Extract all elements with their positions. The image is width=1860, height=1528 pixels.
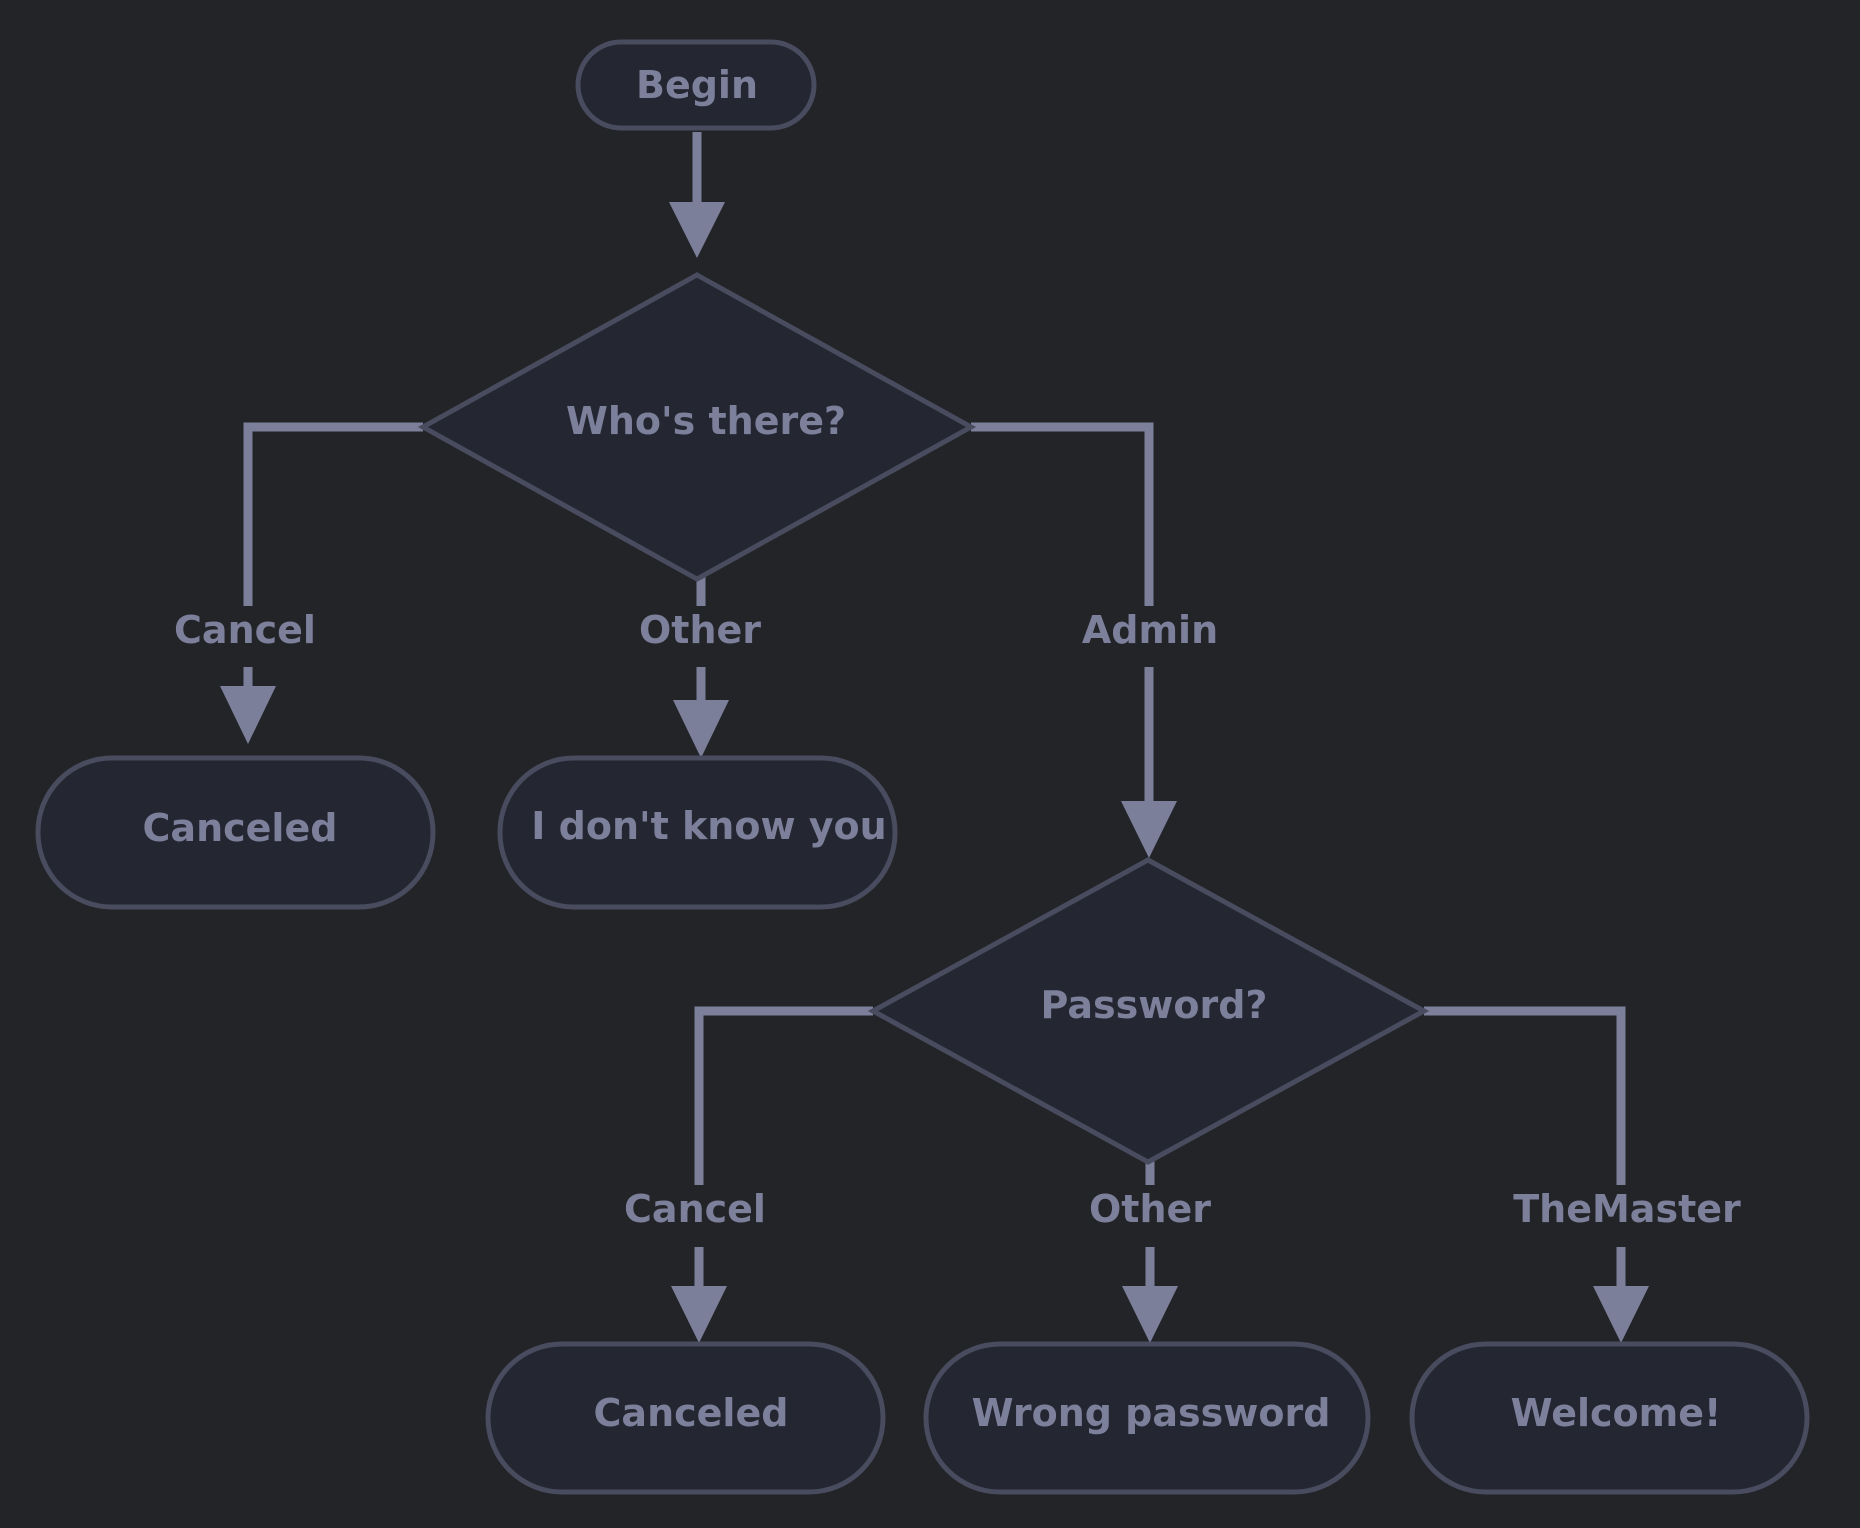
terminal-shape bbox=[485, 1341, 886, 1495]
terminal-shape bbox=[1409, 1341, 1810, 1495]
terminal-shape bbox=[497, 755, 898, 910]
edge-label-other: Other bbox=[1089, 1187, 1211, 1231]
arrow-head-icon bbox=[669, 202, 725, 258]
node-canceled-1[interactable]: Canceled bbox=[35, 755, 436, 910]
arrow-head-icon bbox=[220, 686, 276, 744]
edge-line bbox=[243, 422, 423, 607]
edge-line bbox=[971, 422, 1154, 607]
node-label: Canceled bbox=[594, 1391, 789, 1435]
decision-shape bbox=[417, 272, 977, 582]
edge-label-backdrop bbox=[1077, 606, 1223, 654]
edge-label-other: Other bbox=[639, 608, 761, 652]
node-label: Canceled bbox=[143, 806, 338, 850]
edge-label-backdrop bbox=[1509, 1185, 1746, 1233]
node-label: Welcome! bbox=[1511, 1391, 1722, 1435]
terminal-shape bbox=[923, 1341, 1371, 1495]
edge-label-admin: Admin bbox=[1082, 608, 1218, 652]
node-label: Wrong password bbox=[972, 1391, 1331, 1435]
edge-whos-cancel: Cancel bbox=[170, 422, 423, 744]
node-label: Password? bbox=[1041, 983, 1268, 1027]
edge-whos-other: Other bbox=[634, 574, 766, 758]
edge-label-cancel: Cancel bbox=[624, 1187, 766, 1231]
decision-shape bbox=[867, 857, 1430, 1165]
edge-label-themaster: TheMaster bbox=[1513, 1187, 1741, 1231]
arrow-head-icon bbox=[673, 700, 729, 758]
edge-pw-other: Other bbox=[1084, 1160, 1216, 1343]
arrow-head-icon bbox=[1121, 801, 1177, 858]
node-label: I don't know you bbox=[531, 804, 886, 848]
node-dont-know[interactable]: I don't know you bbox=[497, 755, 898, 910]
edge-begin-to-whos bbox=[669, 132, 725, 258]
node-whos-there[interactable]: Who's there? bbox=[417, 272, 977, 582]
edge-label-backdrop bbox=[1084, 1185, 1216, 1233]
node-wrong-password[interactable]: Wrong password bbox=[923, 1341, 1371, 1495]
edge-pw-master: TheMaster bbox=[1424, 1006, 1746, 1343]
arrow-head-icon bbox=[1593, 1286, 1649, 1343]
edge-whos-admin: Admin bbox=[971, 422, 1223, 858]
node-password[interactable]: Password? bbox=[867, 857, 1430, 1165]
terminal-shape bbox=[575, 39, 817, 131]
node-welcome[interactable]: Welcome! bbox=[1409, 1341, 1810, 1495]
node-label: Begin bbox=[636, 63, 758, 107]
node-label: Who's there? bbox=[566, 399, 846, 443]
edge-label-backdrop bbox=[634, 606, 766, 654]
arrow-head-icon bbox=[671, 1286, 727, 1343]
edge-label-backdrop bbox=[170, 606, 320, 654]
arrow-head-icon bbox=[1122, 1286, 1178, 1343]
edge-line bbox=[1424, 1006, 1626, 1187]
terminal-shape bbox=[35, 755, 436, 910]
edge-pw-cancel: Cancel bbox=[620, 1006, 873, 1343]
edge-label-cancel: Cancel bbox=[174, 608, 316, 652]
edge-line bbox=[694, 1006, 873, 1187]
edge-label-backdrop bbox=[620, 1185, 770, 1233]
node-canceled-2[interactable]: Canceled bbox=[485, 1341, 886, 1495]
node-begin[interactable]: Begin bbox=[575, 39, 817, 131]
